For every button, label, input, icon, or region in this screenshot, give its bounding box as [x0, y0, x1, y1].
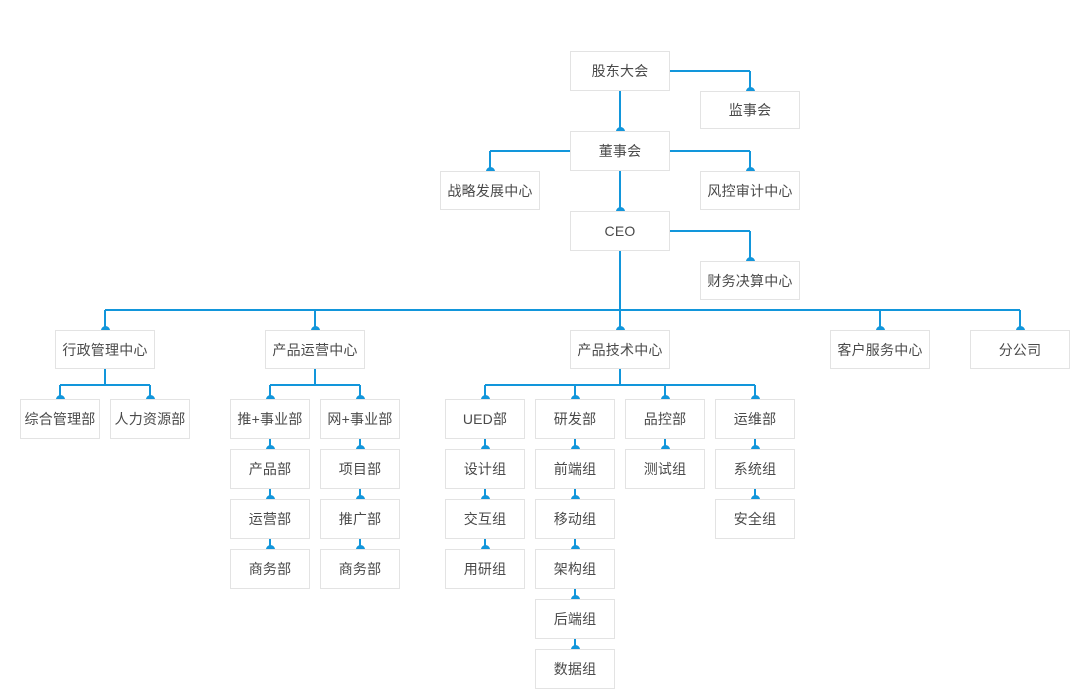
org-node-biz_dept_2[interactable]: 商务部 [320, 549, 400, 589]
org-node-branch[interactable]: 分公司 [970, 330, 1070, 369]
org-node-prodtech[interactable]: 产品技术中心 [570, 330, 670, 369]
org-node-backend_team[interactable]: 后端组 [535, 599, 615, 639]
org-node-label: 产品运营中心 [272, 341, 358, 358]
org-node-label: 品控部 [643, 411, 687, 427]
org-node-label: CEO [604, 223, 636, 239]
org-node-label: UED部 [462, 411, 508, 427]
org-node-label: 客户服务中心 [837, 341, 923, 358]
org-node-customer[interactable]: 客户服务中心 [830, 330, 930, 369]
org-node-label: 数据组 [553, 661, 597, 677]
org-node-label: 产品部 [248, 461, 292, 477]
org-node-label: 推广部 [338, 511, 382, 527]
org-node-label: 人力资源部 [114, 411, 186, 427]
org-node-tui[interactable]: 推+事业部 [230, 399, 310, 439]
org-node-label: 商务部 [248, 561, 292, 577]
org-node-finance[interactable]: 财务决算中心 [700, 261, 800, 300]
org-node-label: 产品技术中心 [577, 341, 663, 358]
org-node-prodops[interactable]: 产品运营中心 [265, 330, 365, 369]
org-node-ued[interactable]: UED部 [445, 399, 525, 439]
org-node-strategy[interactable]: 战略发展中心 [440, 171, 540, 210]
org-node-label: 运维部 [733, 411, 777, 427]
org-node-wang[interactable]: 网+事业部 [320, 399, 400, 439]
org-node-board[interactable]: 董事会 [570, 131, 670, 171]
org-node-rnd[interactable]: 研发部 [535, 399, 615, 439]
org-node-label: 用研组 [463, 561, 507, 577]
org-node-label: 综合管理部 [24, 411, 96, 427]
org-node-project_dept[interactable]: 项目部 [320, 449, 400, 489]
org-node-label: 财务决算中心 [707, 272, 793, 289]
org-node-hr[interactable]: 人力资源部 [110, 399, 190, 439]
org-node-system_team[interactable]: 系统组 [715, 449, 795, 489]
org-node-label: 测试组 [643, 461, 687, 477]
org-node-riskaudit[interactable]: 风控审计中心 [700, 171, 800, 210]
org-node-product_dept[interactable]: 产品部 [230, 449, 310, 489]
org-node-label: 分公司 [998, 341, 1042, 358]
org-node-label: 股东大会 [591, 63, 649, 79]
org-node-label: 后端组 [553, 611, 597, 627]
org-node-arch_team[interactable]: 架构组 [535, 549, 615, 589]
org-node-label: 战略发展中心 [447, 182, 533, 199]
org-node-ops_dept[interactable]: 运营部 [230, 499, 310, 539]
org-node-label: 推+事业部 [237, 411, 303, 427]
org-node-research_team[interactable]: 用研组 [445, 549, 525, 589]
org-node-ops[interactable]: 运维部 [715, 399, 795, 439]
org-node-interact_team[interactable]: 交互组 [445, 499, 525, 539]
org-node-label: 移动组 [553, 511, 597, 527]
org-node-supervisors[interactable]: 监事会 [700, 91, 800, 129]
org-node-label: 网+事业部 [327, 411, 393, 427]
org-node-label: 监事会 [728, 102, 772, 118]
org-node-label: 行政管理中心 [62, 341, 148, 358]
org-node-label: 系统组 [733, 461, 777, 477]
org-node-test_team[interactable]: 测试组 [625, 449, 705, 489]
org-node-shareholders[interactable]: 股东大会 [570, 51, 670, 91]
org-node-ceo[interactable]: CEO [570, 211, 670, 251]
org-node-frontend_team[interactable]: 前端组 [535, 449, 615, 489]
org-node-label: 项目部 [338, 461, 382, 477]
org-node-data_team[interactable]: 数据组 [535, 649, 615, 689]
org-node-label: 运营部 [248, 511, 292, 527]
org-node-design_team[interactable]: 设计组 [445, 449, 525, 489]
org-node-label: 交互组 [463, 511, 507, 527]
org-node-biz_dept_1[interactable]: 商务部 [230, 549, 310, 589]
org-node-general[interactable]: 综合管理部 [20, 399, 100, 439]
org-node-label: 研发部 [553, 411, 597, 427]
org-node-label: 架构组 [553, 561, 597, 577]
org-node-label: 安全组 [733, 511, 777, 527]
org-node-security_team[interactable]: 安全组 [715, 499, 795, 539]
org-node-label: 董事会 [598, 143, 642, 159]
org-node-mobile_team[interactable]: 移动组 [535, 499, 615, 539]
org-node-admin[interactable]: 行政管理中心 [55, 330, 155, 369]
org-node-qa[interactable]: 品控部 [625, 399, 705, 439]
org-node-label: 风控审计中心 [707, 182, 793, 199]
org-node-label: 前端组 [553, 461, 597, 477]
org-node-label: 设计组 [463, 461, 507, 477]
org-node-label: 商务部 [338, 561, 382, 577]
org-node-promo_dept[interactable]: 推广部 [320, 499, 400, 539]
